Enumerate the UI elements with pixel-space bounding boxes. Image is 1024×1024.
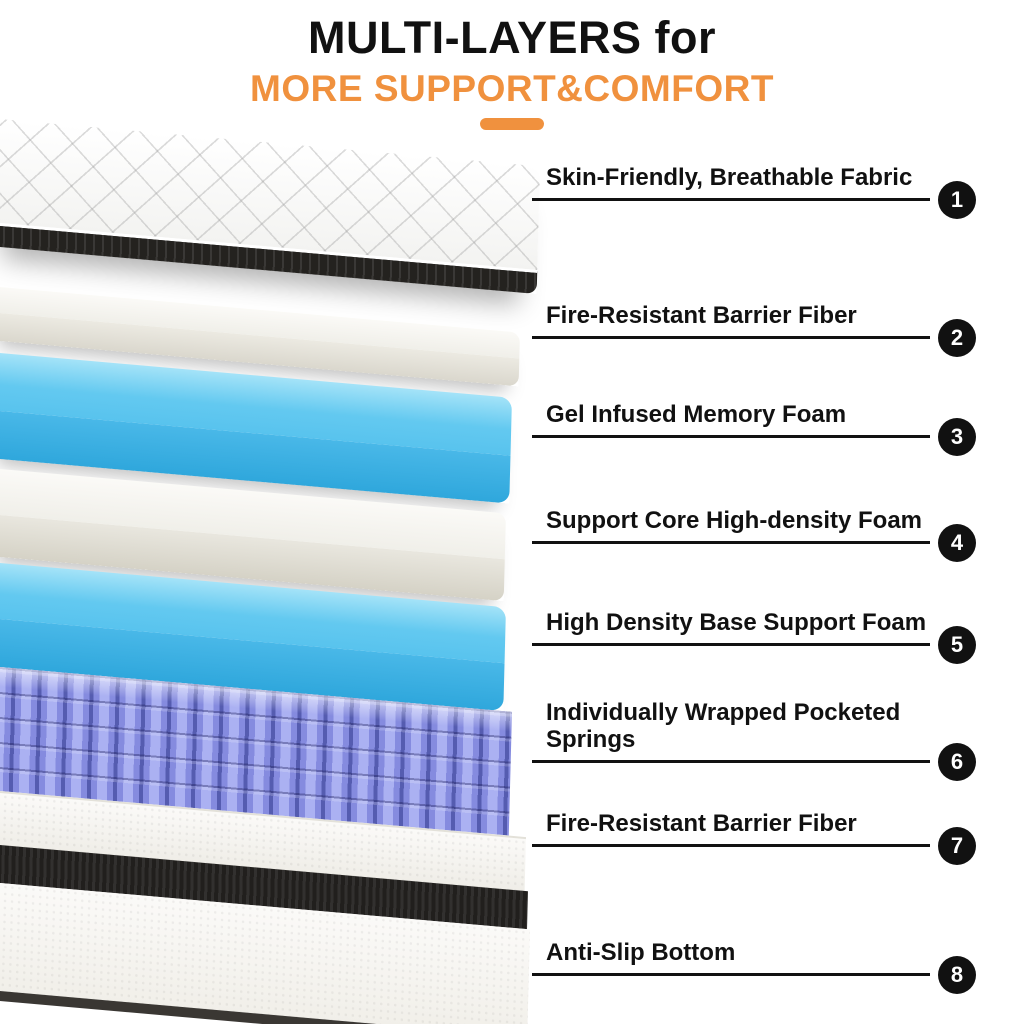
- layer-number-badge: 8: [938, 956, 976, 994]
- page-title: MULTI-LAYERS for: [308, 12, 716, 63]
- layer-label: Individually Wrapped Pocketed Springs: [546, 698, 901, 754]
- layer-number-badge: 2: [938, 319, 976, 357]
- layer-number-badge: 4: [938, 524, 976, 562]
- layer-number-badge: 3: [938, 418, 976, 456]
- layer-label: Gel Infused Memory Foam: [546, 401, 847, 429]
- layer-number-badge: 5: [938, 626, 976, 664]
- layer-number-badge: 1: [938, 181, 976, 219]
- layer-label: Skin-Friendly, Breathable Fabric: [546, 164, 913, 192]
- callout-line: [532, 198, 930, 201]
- layer-number-badge: 7: [938, 827, 976, 865]
- layer-visual-breathable-fabric: [0, 118, 540, 295]
- header: MULTI-LAYERS for MORE SUPPORT&COMFORT: [0, 0, 1024, 130]
- callout-line: [532, 541, 930, 544]
- callout-line: [532, 643, 930, 646]
- callout-line: [532, 760, 930, 763]
- page-subtitle: MORE SUPPORT&COMFORT: [250, 68, 774, 109]
- callout-line: [532, 973, 930, 976]
- layer-label: Fire-Resistant Barrier Fiber: [546, 302, 857, 330]
- callout-line: [532, 435, 930, 438]
- layer-label: Anti-Slip Bottom: [546, 939, 736, 967]
- accent-underline: [480, 118, 544, 130]
- layer-label: High Density Base Support Foam: [546, 609, 927, 637]
- callout-line: [532, 336, 930, 339]
- layer-label: Fire-Resistant Barrier Fiber: [546, 810, 857, 838]
- callout-line: [532, 844, 930, 847]
- layer-number-badge: 6: [938, 743, 976, 781]
- layer-label: Support Core High-density Foam: [546, 507, 923, 535]
